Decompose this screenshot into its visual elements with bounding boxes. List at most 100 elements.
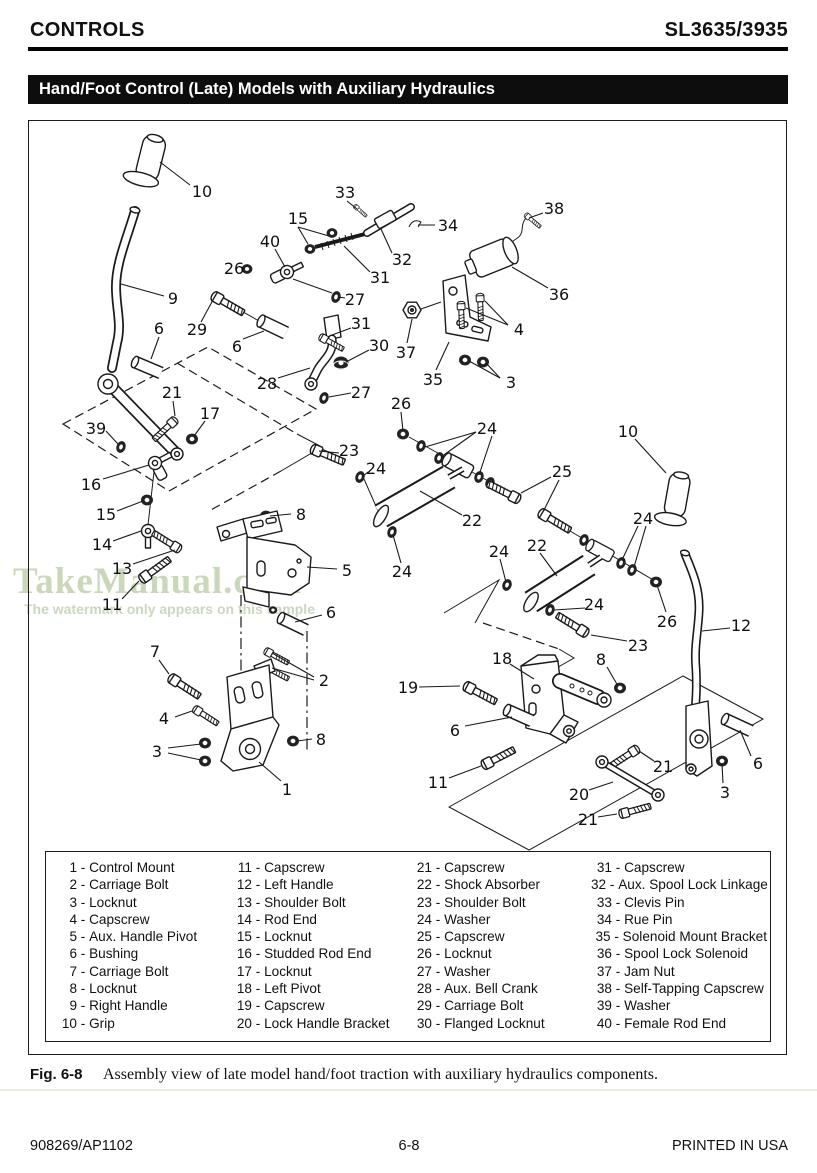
leader-line — [318, 450, 340, 454]
washer-24 — [472, 469, 486, 485]
callout-7: 7 — [150, 642, 160, 661]
callout-6: 6 — [753, 754, 763, 773]
part-row: 17 - Locknut — [236, 963, 312, 979]
leader-line — [337, 296, 346, 299]
leader-line — [543, 479, 560, 511]
part-row: 10 - Grip — [61, 1015, 115, 1031]
callout-1: 1 — [282, 780, 292, 799]
leader-line — [346, 200, 358, 210]
locknut-3c — [199, 737, 211, 749]
watermark-subtitle: The watermark only appears on this sampl… — [24, 601, 315, 617]
callout-30: 30 — [369, 336, 389, 355]
capscrew-11a — [136, 554, 174, 586]
locknut-15a — [304, 244, 316, 254]
leader-line — [590, 634, 628, 642]
callout-20: 20 — [569, 785, 589, 804]
part-row: 28 - Aux. Bell Crank — [416, 981, 538, 997]
callout-26: 26 — [391, 394, 411, 413]
callout-13: 13 — [112, 559, 132, 578]
leader-line — [112, 530, 142, 542]
callout-12: 12 — [731, 616, 751, 635]
callout-28: 28 — [257, 374, 277, 393]
washer-24 — [500, 577, 514, 593]
part-row: 25 - Capscrew — [416, 929, 505, 945]
callout-23: 23 — [339, 441, 359, 460]
leader-line — [468, 360, 501, 379]
callout-22: 22 — [462, 511, 482, 530]
part-row: 40 - Female Rod End — [596, 1015, 727, 1031]
leader-line — [380, 228, 393, 254]
leader-line — [392, 534, 402, 564]
leader-line — [597, 813, 618, 818]
capscrew-4b — [475, 292, 486, 322]
part-row: 19 - Capscrew — [236, 998, 325, 1014]
leader-line — [167, 743, 202, 749]
footer-page-number: 6-8 — [398, 1138, 420, 1154]
leader-line — [440, 431, 477, 458]
callout-8: 8 — [296, 505, 306, 524]
callout-29: 29 — [187, 320, 207, 339]
flanged-locknut-30 — [333, 356, 349, 370]
leader-line — [656, 584, 667, 613]
leader-line — [478, 435, 493, 476]
leader-line — [200, 299, 214, 323]
right-handle-assembly — [97, 133, 184, 461]
capscrew-21c — [617, 800, 653, 820]
leader-line — [345, 349, 370, 363]
shoulder-bolt-13 — [149, 528, 184, 555]
part-row: 34 - Rue Pin — [596, 911, 673, 927]
leader-line — [400, 411, 404, 432]
cross-tube-2 — [585, 538, 615, 563]
part-row: 26 - Locknut — [416, 946, 492, 962]
callout-25: 25 — [552, 462, 572, 481]
clevis-pin-33 — [352, 203, 369, 219]
leader-line — [343, 245, 371, 273]
left-pivot-assembly — [460, 654, 626, 772]
bell-crank-assembly — [208, 289, 349, 406]
callout-27: 27 — [345, 290, 365, 309]
callout-24: 24 — [584, 595, 604, 614]
figure-label: Fig. 6-8 — [30, 1066, 83, 1083]
part-row: 11 - Capscrew — [237, 860, 325, 875]
leader-line — [634, 438, 667, 474]
callout-21: 21 — [578, 810, 598, 829]
leader-line — [638, 750, 655, 762]
leader-line — [306, 566, 338, 570]
callout-24: 24 — [366, 459, 386, 478]
part-row: 39 - Washer — [596, 998, 671, 1014]
leader-line — [499, 558, 507, 583]
cross-tube-1 — [441, 452, 475, 479]
capscrew-19 — [460, 679, 500, 708]
leader-line — [120, 283, 165, 297]
capscrew-11b — [478, 744, 518, 772]
part-row: 15 - Locknut — [236, 929, 312, 945]
leader-line — [484, 300, 509, 326]
header-model-number: SL3635/3935 — [664, 19, 788, 41]
part-row: 24 - Washer — [416, 911, 491, 927]
leader-line — [271, 652, 315, 678]
part-row: 29 - Carriage Bolt — [416, 998, 524, 1014]
part-row: 6 - Bushing — [69, 946, 139, 962]
callout-39: 39 — [86, 419, 106, 438]
part-row: 20 - Lock Handle Bracket — [236, 1015, 390, 1031]
callout-4: 4 — [514, 320, 524, 339]
callout-15: 15 — [288, 209, 308, 228]
locknut-15c — [141, 494, 153, 506]
leader-line — [158, 659, 170, 675]
shoulder-bolt-23b — [553, 609, 592, 640]
callout-24: 24 — [633, 509, 653, 528]
figure-caption-text: Assembly view of late model hand/foot tr… — [103, 1066, 658, 1083]
leader-line — [258, 761, 282, 782]
leader-line — [588, 781, 614, 791]
callout-23: 23 — [628, 636, 648, 655]
control-mount-assembly — [165, 658, 299, 772]
leader-line — [167, 752, 202, 761]
callout-11: 11 — [102, 595, 122, 614]
part-row: 4 - Capscrew — [69, 911, 150, 927]
callout-18: 18 — [492, 649, 512, 668]
callout-34: 34 — [438, 216, 458, 235]
